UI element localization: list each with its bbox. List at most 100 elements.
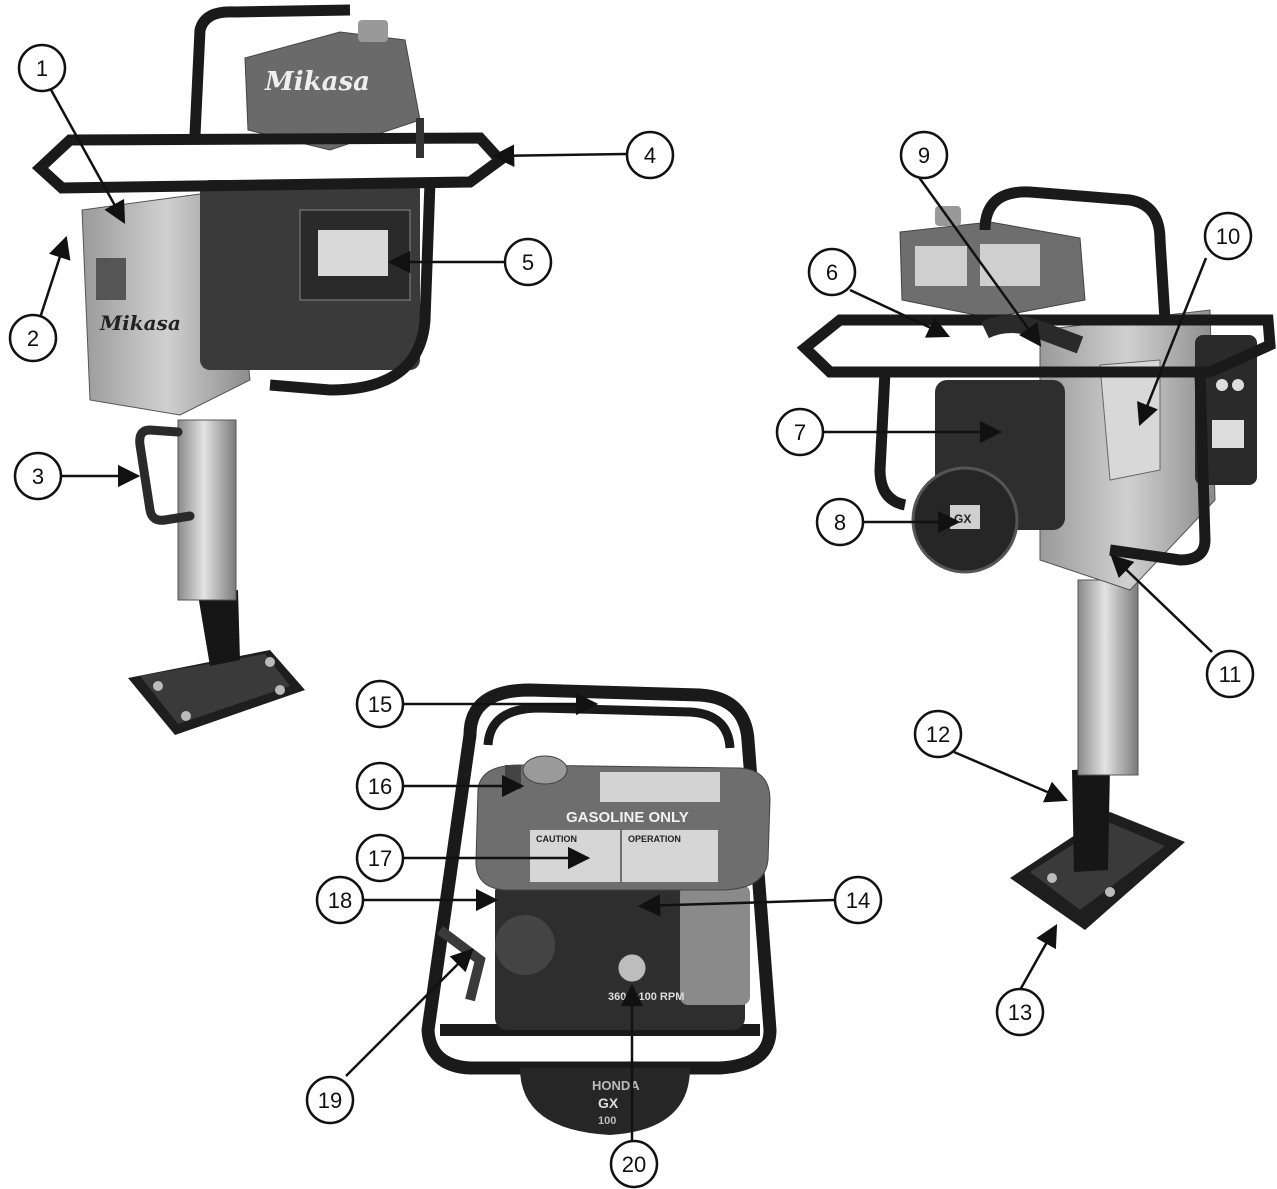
plate-bolt: [153, 681, 163, 691]
callout-2: 2: [8, 313, 58, 363]
guard-frame-leg: [1109, 371, 1211, 566]
recoil-starter: [520, 1068, 690, 1135]
engine-brand-text: HONDA: [592, 1078, 640, 1093]
plate-bolt: [1047, 873, 1057, 883]
callout-number: 17: [368, 846, 392, 871]
plate-bolt: [181, 711, 191, 721]
leader-12: [953, 750, 1069, 803]
guide-handle: [135, 425, 195, 525]
callout-8: 8: [815, 497, 865, 547]
tank-warning-decal: [980, 244, 1040, 286]
plate-bolt: [275, 685, 285, 695]
callout-6: 6: [807, 247, 857, 297]
callout-15: 15: [355, 679, 405, 729]
callout-leaders: [38, 87, 1213, 1146]
callout-7: 7: [775, 407, 825, 457]
callout-number: 14: [846, 888, 870, 913]
decal-label: [1212, 420, 1244, 448]
callout-4: 4: [625, 130, 675, 180]
speed-label: 3600±100 RPM: [608, 991, 684, 1003]
callout-number: 20: [622, 1152, 646, 1177]
callout-number: 3: [32, 464, 44, 489]
operation-title: OPERATION: [628, 834, 681, 844]
callout-number: 10: [1216, 224, 1240, 249]
callout-16: 16: [355, 761, 405, 811]
engine-model-number: 100: [598, 1115, 616, 1127]
engine-model-text: GX: [598, 1095, 619, 1111]
choke-knob: [617, 953, 647, 983]
leg-cylinder: [177, 419, 237, 601]
gasoline-only-label: GASOLINE ONLY: [566, 809, 689, 826]
tank-brand-logo: Mikasa: [264, 67, 370, 97]
callout-14: 14: [833, 875, 883, 925]
guard-frame-hoop: [189, 4, 351, 136]
callouts: 1 2 3 4 5 6 7 8 9 10 11 12 13 14 15 16 1…: [8, 43, 1255, 1189]
guard-frame-top: [796, 314, 1276, 378]
leg-cylinder: [1077, 579, 1139, 776]
leader-14: [637, 894, 835, 917]
leader-13: [1018, 924, 1058, 991]
rubber-bellows: [1072, 768, 1110, 872]
tank-warning-decal: [915, 246, 967, 286]
nameplate: [96, 258, 126, 300]
guard-frame-leg: [269, 181, 436, 396]
callout-17: 17: [355, 833, 405, 883]
crankcase-cover: [1099, 359, 1161, 481]
brand-logo: Mikasa: [99, 311, 181, 335]
guard-frame-top: [31, 132, 509, 194]
tank-top-decal: [600, 772, 720, 802]
callout-12: 12: [913, 709, 963, 759]
rammer-view-left: Mikasa Mikasa: [31, 4, 509, 735]
leader-10: [1137, 257, 1208, 427]
callout-1: 1: [17, 43, 67, 93]
plate-bolt: [1105, 887, 1115, 897]
callout-number: 1: [36, 56, 48, 81]
callout-number: 5: [522, 250, 534, 275]
callout-18: 18: [315, 875, 365, 925]
engine-badge-text: GX: [954, 512, 971, 526]
callout-number: 12: [926, 722, 950, 747]
rammer-view-front: 3600±100 RPM HONDA GX 100 GASOLINE ONLY …: [421, 683, 777, 1135]
callout-19: 19: [305, 1075, 355, 1125]
caution-title: CAUTION: [536, 834, 577, 844]
leader-9: [916, 175, 1042, 347]
callout-number: 6: [826, 260, 838, 285]
plate-bolt: [265, 657, 275, 667]
callout-number: 16: [368, 774, 392, 799]
operation-decal: [622, 830, 718, 882]
leader-11: [1110, 554, 1213, 653]
callout-10: 10: [1203, 211, 1253, 261]
callout-number: 2: [27, 326, 39, 351]
callout-number: 13: [1008, 1000, 1032, 1025]
callout-5: 5: [503, 237, 553, 287]
callout-3: 3: [13, 451, 63, 501]
callout-number: 8: [834, 510, 846, 535]
fuel-cap: [358, 20, 388, 42]
leader-19: [345, 948, 474, 1077]
leader-4: [491, 144, 627, 167]
callout-number: 15: [368, 692, 392, 717]
callout-number: 7: [794, 420, 806, 445]
callout-20: 20: [609, 1139, 659, 1189]
rammer-view-right: GX: [796, 186, 1276, 930]
guard-frame-leg: [874, 371, 907, 511]
guard-frame-top: [421, 683, 777, 1075]
callout-number: 4: [644, 143, 656, 168]
leader-1: [48, 87, 126, 224]
leader-6: [849, 288, 951, 338]
throttle-lever: [416, 118, 424, 158]
callout-number: 9: [918, 143, 930, 168]
leader-2: [38, 235, 71, 319]
callout-number: 18: [328, 888, 352, 913]
fuel-cap: [522, 755, 568, 785]
muffler-cover: [680, 885, 750, 1005]
throttle-lever: [437, 926, 486, 1002]
callout-9: 9: [899, 130, 949, 180]
callout-number: 11: [1219, 662, 1242, 687]
callout-number: 19: [318, 1088, 342, 1113]
shoe-plate-top: [140, 654, 290, 724]
decal-icon: [1232, 379, 1244, 391]
guard-frame-hoop: [979, 186, 1171, 321]
decal-icon: [1216, 379, 1228, 391]
guard-frame-inner: [483, 703, 735, 749]
